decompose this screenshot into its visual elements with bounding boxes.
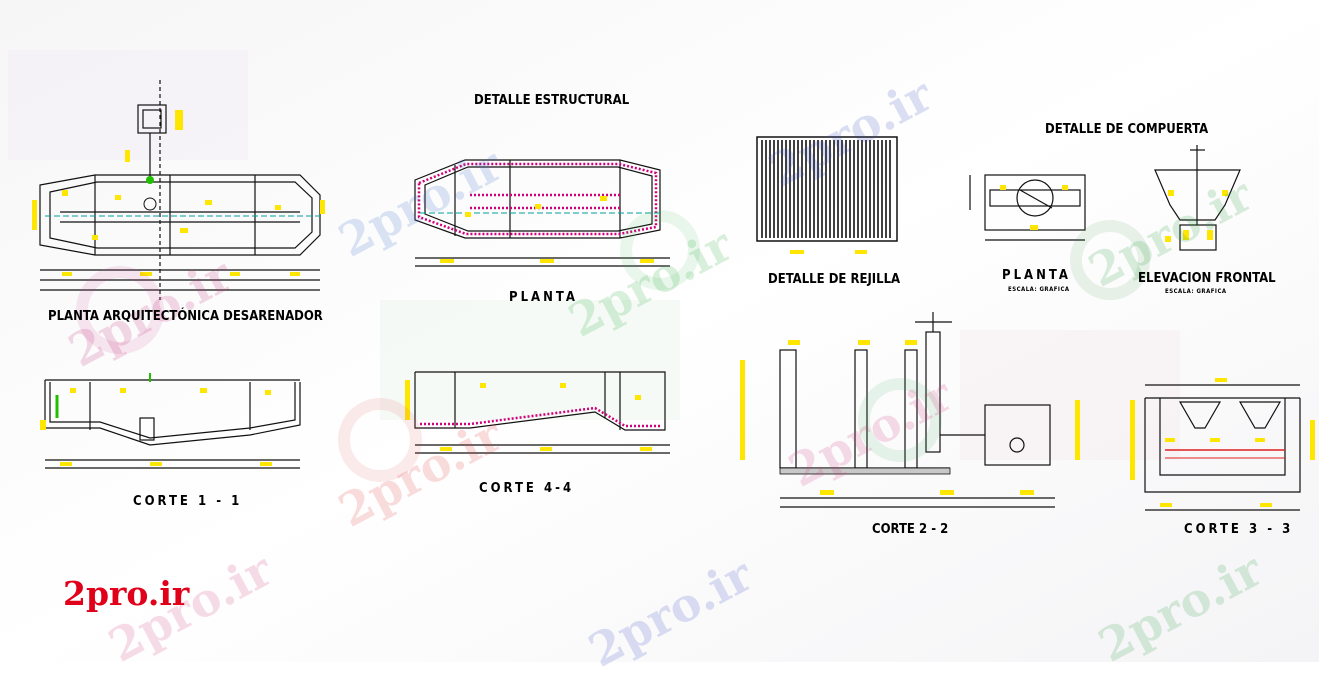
corte-3-3-drawing: [1144, 384, 1301, 511]
title-planta-compuerta: PLANTA: [1002, 268, 1071, 283]
planta-arquitectonica-drawing: [39, 80, 321, 300]
title-detalle-estructural: DETALLE ESTRUCTURAL: [474, 93, 630, 108]
elevacion-frontal-drawing: [1154, 145, 1241, 251]
escala-planta: ESCALA: GRAFICA: [1008, 286, 1070, 293]
title-planta-arquitectonica: PLANTA ARQUITECTÓNICA DESARENADOR: [48, 309, 323, 324]
corte-1-1-drawing: [44, 379, 301, 469]
title-elevacion-frontal: ELEVACION FRONTAL: [1138, 271, 1276, 286]
drawing-canvas: [0, 0, 1319, 662]
detalle-estructural-drawing: [414, 159, 670, 267]
brand-logo-text[interactable]: 2pro.ir: [63, 574, 190, 613]
title-corte-1-1: CORTE 1 - 1: [133, 494, 243, 509]
title-corte-2-2: CORTE 2 - 2: [872, 522, 949, 537]
corte-4-4-drawing: [414, 371, 670, 454]
title-detalle-compuerta: DETALLE DE COMPUERTA: [1045, 122, 1209, 137]
rejilla-drawing: [756, 136, 898, 242]
title-corte-4-4: CORTE 4-4: [479, 481, 575, 496]
title-corte-3-3: CORTE 3 - 3: [1184, 522, 1294, 537]
escala-elevacion: ESCALA: GRAFICA: [1165, 288, 1227, 295]
title-planta-estructural: PLANTA: [509, 290, 578, 305]
title-detalle-rejilla: DETALLE DE REJILLA: [768, 272, 901, 287]
